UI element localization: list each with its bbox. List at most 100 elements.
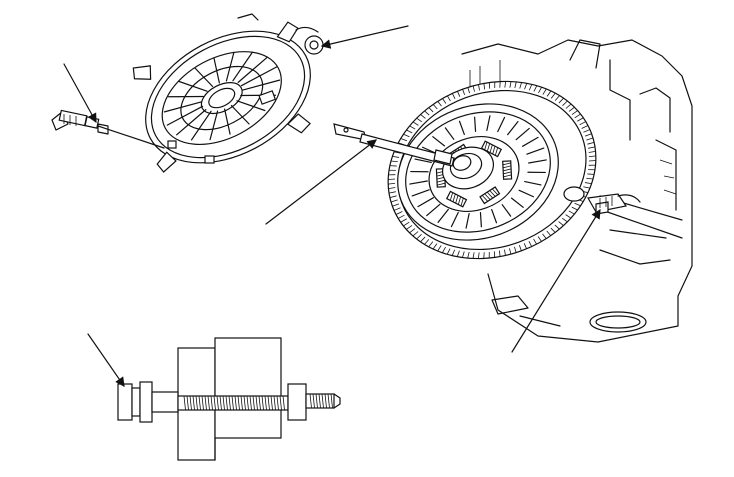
gear-tooth: [416, 117, 423, 123]
gear-tooth: [584, 182, 592, 185]
gear-tooth: [472, 252, 475, 259]
gear-tooth: [395, 211, 403, 215]
callout-alignment-shaft: [265, 139, 377, 225]
gear-tooth: [462, 89, 466, 95]
damper-spring: [502, 160, 513, 180]
thread-line: [234, 395, 237, 411]
gear-tooth: [550, 92, 556, 99]
disc-slot: [518, 189, 535, 198]
gear-tooth: [420, 114, 426, 119]
gear-tooth: [478, 84, 480, 91]
gear-tooth: [588, 150, 596, 153]
gear-tooth: [538, 87, 542, 94]
gear-tooth: [514, 246, 517, 253]
disc-slot: [507, 121, 519, 136]
gear-tooth: [388, 191, 396, 194]
thread-line: [189, 395, 192, 411]
gear-tooth: [542, 88, 547, 95]
thread-line: [198, 395, 201, 411]
thread-line: [318, 393, 321, 409]
clutch-alignment-shaft-tool: [333, 123, 455, 167]
gear-tooth: [565, 103, 572, 109]
thread-line: [183, 395, 186, 411]
gear-tooth: [586, 137, 594, 141]
gear-tooth: [406, 225, 413, 230]
gear-tooth: [554, 224, 560, 230]
callout-bolt-tool-shaft: [97, 125, 165, 149]
gear-tooth: [509, 248, 512, 255]
thread-line: [240, 395, 243, 411]
thread-line: [312, 393, 315, 409]
gear-tooth: [587, 142, 595, 145]
disc-slot: [521, 136, 539, 147]
gear-tooth: [524, 83, 528, 90]
diaphragm-finger: [176, 109, 207, 136]
gear-tooth: [462, 251, 465, 258]
gear-tooth: [533, 238, 537, 245]
thread-line: [321, 393, 324, 409]
diaphragm-finger: [240, 66, 278, 87]
gear-tooth: [409, 125, 416, 130]
gear-tooth: [546, 230, 552, 236]
gear-tooth: [390, 160, 398, 163]
callout-bolt-tool: [63, 63, 97, 124]
diaphragm-finger: [225, 51, 235, 82]
gear-tooth: [528, 241, 533, 247]
gear-tooth: [504, 81, 507, 88]
thread-line: [207, 395, 210, 411]
gear-tooth: [428, 107, 434, 113]
disc-slot: [501, 204, 512, 217]
gear-tooth: [400, 218, 407, 223]
thread-line: [276, 395, 279, 411]
gear-tooth: [509, 81, 512, 88]
diaphragm-finger: [241, 79, 281, 91]
gear-tooth: [588, 160, 596, 162]
gear-tooth: [409, 228, 416, 234]
gear-tooth: [400, 138, 408, 142]
gear-tooth: [442, 98, 447, 104]
thread-line: [213, 395, 216, 411]
thread-line: [210, 395, 213, 411]
diaphragm-finger: [237, 56, 268, 83]
thread-line: [204, 395, 207, 411]
disc-slot: [491, 208, 498, 224]
gear-tooth: [472, 85, 475, 92]
thread-line: [327, 393, 330, 409]
gear-tooth: [583, 186, 590, 189]
thread-line: [315, 393, 318, 409]
gear-tooth: [428, 241, 434, 248]
damper-spring: [445, 190, 468, 208]
diaphragm-finger: [163, 101, 203, 113]
thread-line: [264, 395, 267, 411]
gear-tooth: [571, 110, 578, 115]
gear-tooth: [519, 82, 522, 89]
gear-tooth: [571, 206, 578, 211]
gear-tooth: [457, 91, 461, 97]
thread-line: [201, 395, 204, 411]
gear-tooth: [586, 177, 594, 180]
diaphragm-finger: [178, 80, 208, 92]
bolt-spacer-detail: [117, 337, 341, 461]
gear-tooth: [432, 104, 438, 110]
gear-tooth: [574, 202, 581, 207]
thread-line: [282, 395, 285, 411]
pressure-plate: [132, 13, 324, 173]
gear-tooth: [558, 97, 564, 104]
gear-tooth: [518, 245, 522, 251]
gear-tooth: [568, 210, 575, 215]
gear-tooth: [388, 187, 396, 190]
thread-line: [279, 395, 282, 411]
disc-slot: [432, 136, 446, 147]
gear-tooth: [528, 84, 533, 91]
gear-tooth: [537, 236, 542, 242]
disc-slot: [474, 116, 477, 132]
callout-pressure-plate-boss: [320, 25, 409, 49]
disc-slot: [458, 120, 465, 136]
diaphragm-finger: [167, 95, 204, 98]
thread-line: [192, 395, 195, 411]
thread-line: [261, 395, 264, 411]
gear-tooth: [562, 100, 568, 106]
diaphragm-finger: [194, 67, 214, 88]
gear-tooth: [554, 95, 560, 101]
